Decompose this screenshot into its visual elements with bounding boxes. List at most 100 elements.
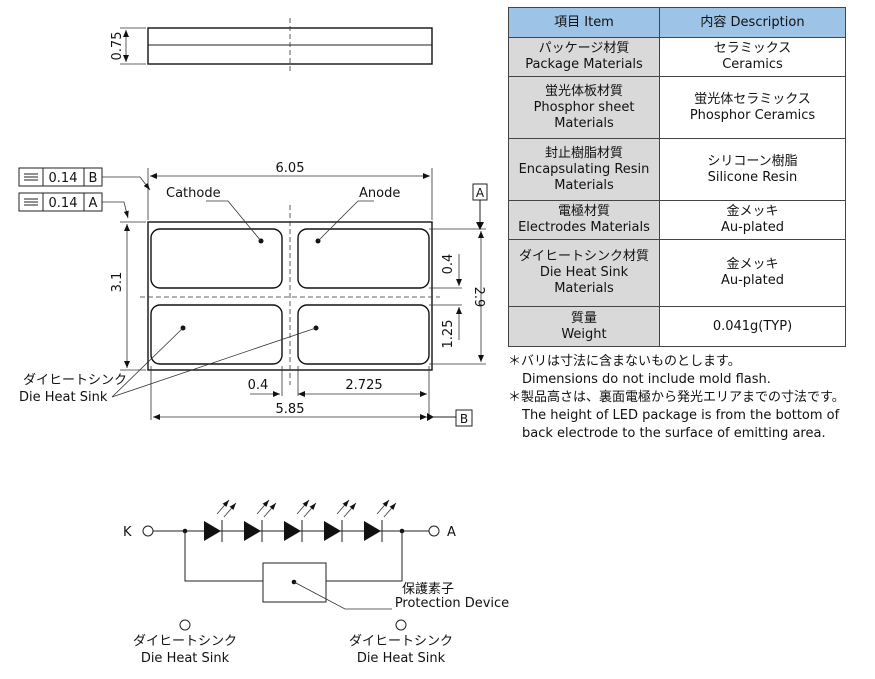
row-item: 蛍光体板材質 Phosphor sheet Materials — [508, 76, 660, 139]
heat-sink-leader-right — [111, 327, 317, 398]
row-description: 蛍光体セラミックス Phosphor Ceramics — [659, 76, 846, 139]
row-item-line: Materials — [554, 281, 614, 296]
row-description: セラミックス Ceramics — [659, 37, 846, 77]
row-item-line: Phosphor sheet — [533, 99, 635, 115]
side-view: 0.75 — [110, 18, 433, 72]
protection-label-jp: 保護素子 — [402, 581, 454, 597]
header-item: 項目 Item — [508, 7, 660, 38]
row-desc-line: Phosphor Ceramics — [689, 107, 816, 123]
datum-b-box — [455, 409, 473, 427]
tolerance-frame-a: 0.14 A — [18, 192, 129, 219]
tolerance-b-ref: B — [89, 171, 98, 186]
protection-label-en: Protection Device — [395, 596, 509, 611]
row-item: 封止樹脂材質 Encapsulating Resin Materials — [508, 138, 660, 201]
datum-b-label: B — [460, 412, 468, 426]
terminal-a — [428, 525, 440, 537]
note-en-2b: back electrode to the surface of emittin… — [522, 426, 826, 441]
row-item-line: Encapsulating Resin — [518, 161, 650, 177]
row-desc-line: セラミックス — [713, 41, 792, 56]
heat-sink-label-en: Die Heat Sink — [19, 390, 108, 405]
row-item-line: 質量 — [570, 310, 597, 326]
row-item: ダイヒートシンク材質 Die Heat Sink Materials — [508, 239, 660, 307]
row-item-line: パッケージ材質 — [538, 41, 630, 56]
table-row: パッケージ材質 Package Materials セラミックス Ceramic… — [508, 37, 846, 77]
heat-sink-terminal-right-en: Die Heat Sink — [357, 651, 446, 666]
row-desc-line: Au-plated — [720, 273, 784, 288]
cathode-label: Cathode — [166, 186, 221, 201]
table-row: 蛍光体板材質 Phosphor sheet Materials 蛍光体セラミック… — [508, 76, 846, 139]
tolerance-frame-b: 0.14 B — [18, 167, 151, 191]
led-diode-5 — [364, 499, 397, 542]
heat-sink-label-jp: ダイヒートシンク — [23, 373, 127, 388]
led-diode-4 — [324, 499, 357, 542]
anode-pad — [297, 228, 430, 289]
datum-a-triangle — [476, 222, 484, 230]
height-left-dim: 3.1 — [110, 272, 125, 293]
row-item-line: Weight — [561, 326, 607, 342]
datum-a-label: A — [476, 186, 485, 200]
table-row: 電極材質 Electrodes Materials 金メッキ Au-plated — [508, 200, 846, 240]
thickness-dim: 0.75 — [110, 32, 125, 61]
row-description: シリコーン樹脂 Silicone Resin — [659, 138, 846, 201]
heat-sink-leader-left — [111, 327, 184, 398]
gap-horizontal-dim: 0.4 — [248, 378, 269, 393]
note-jp-2: ＊製品高さは、裏面電極から発光エリアまでの寸法です。 — [508, 390, 845, 405]
row-description: 金メッキ Au-plated — [659, 200, 846, 240]
spec-table-header: 項目 Item 内容 Description — [508, 7, 846, 38]
height-right-dim: 2.9 — [471, 287, 486, 308]
datum-b-triangle — [427, 413, 434, 421]
anode-label: Anode — [359, 186, 400, 201]
tolerance-a-value: 0.14 — [49, 196, 78, 211]
led-diode-3 — [284, 499, 317, 542]
row-item-line: 封止樹脂材質 — [544, 145, 623, 161]
anode-leader — [317, 200, 374, 242]
table-row: 質量 Weight 0.041g(TYP) — [508, 306, 846, 347]
row-item-line: 蛍光体板材質 — [544, 83, 623, 99]
terminal-a-label: A — [447, 525, 456, 540]
row-item: パッケージ材質 Package Materials — [508, 37, 660, 77]
notes: ＊バリは寸法に含まないものとします。 Dimensions do not inc… — [508, 353, 868, 443]
row-desc-line: Silicone Resin — [707, 169, 798, 185]
heat-sink-terminal-right-jp: ダイヒートシンク — [349, 634, 453, 649]
pad-height-dim: 1.25 — [441, 320, 456, 349]
row-item-line: Electrodes Materials — [518, 220, 650, 235]
note-en-2a: The height of LED package is from the bo… — [522, 408, 840, 423]
protection-device-leader — [293, 581, 392, 610]
row-item-line: Package Materials — [525, 57, 643, 72]
width-bottom-dim: 5.85 — [276, 402, 305, 417]
cathode-pad — [150, 228, 283, 289]
heat-sink-terminal-left-en: Die Heat Sink — [141, 651, 230, 666]
row-desc-line: 金メッキ — [726, 257, 779, 272]
led-diode-1 — [204, 499, 237, 542]
heat-sink-pad-left — [150, 304, 283, 365]
row-desc-line: Au-plated — [720, 220, 784, 235]
table-row: ダイヒートシンク材質 Die Heat Sink Materials 金メッキ … — [508, 239, 846, 307]
header-description: 内容 Description — [659, 7, 846, 38]
heat-sink-pad-right — [297, 304, 430, 365]
note-en-1: Dimensions do not include mold flash. — [522, 372, 771, 387]
row-item-line: Die Heat Sink — [539, 265, 629, 280]
note-jp-1: ＊バリは寸法に含まないものとします。 — [508, 354, 741, 369]
protection-device-box — [262, 562, 327, 603]
led-diode-2 — [244, 499, 277, 542]
front-view: Cathode Anode ダイヒートシンク Die Heat Sink 6.0… — [18, 161, 488, 427]
gap-vertical-dim: 0.4 — [441, 254, 456, 275]
heat-sink-terminal-left — [179, 619, 191, 631]
spec-table: 項目 Item 内容 Description パッケージ材質 Package M… — [508, 7, 846, 347]
cathode-leader — [206, 200, 262, 242]
row-description: 0.041g(TYP) — [659, 306, 846, 347]
row-item-line: Materials — [554, 177, 614, 193]
row-desc-line: 金メッキ — [726, 204, 779, 219]
tolerance-a-ref: A — [89, 196, 98, 211]
circuit-diagram: K A 保護素子 Protection Device — [123, 499, 509, 666]
row-desc-line: シリコーン樹脂 — [707, 153, 798, 169]
heat-sink-terminal-left-jp: ダイヒートシンク — [133, 634, 237, 649]
tolerance-b-value: 0.14 — [49, 171, 78, 186]
heat-sink-terminal-right — [395, 619, 407, 631]
row-item: 質量 Weight — [508, 306, 660, 347]
row-item-line: Materials — [554, 115, 614, 131]
row-item-line: 電極材質 — [557, 204, 610, 219]
row-item-line: ダイヒートシンク材質 — [518, 249, 649, 264]
width-top-dim: 6.05 — [276, 161, 305, 176]
row-item: 電極材質 Electrodes Materials — [508, 200, 660, 240]
